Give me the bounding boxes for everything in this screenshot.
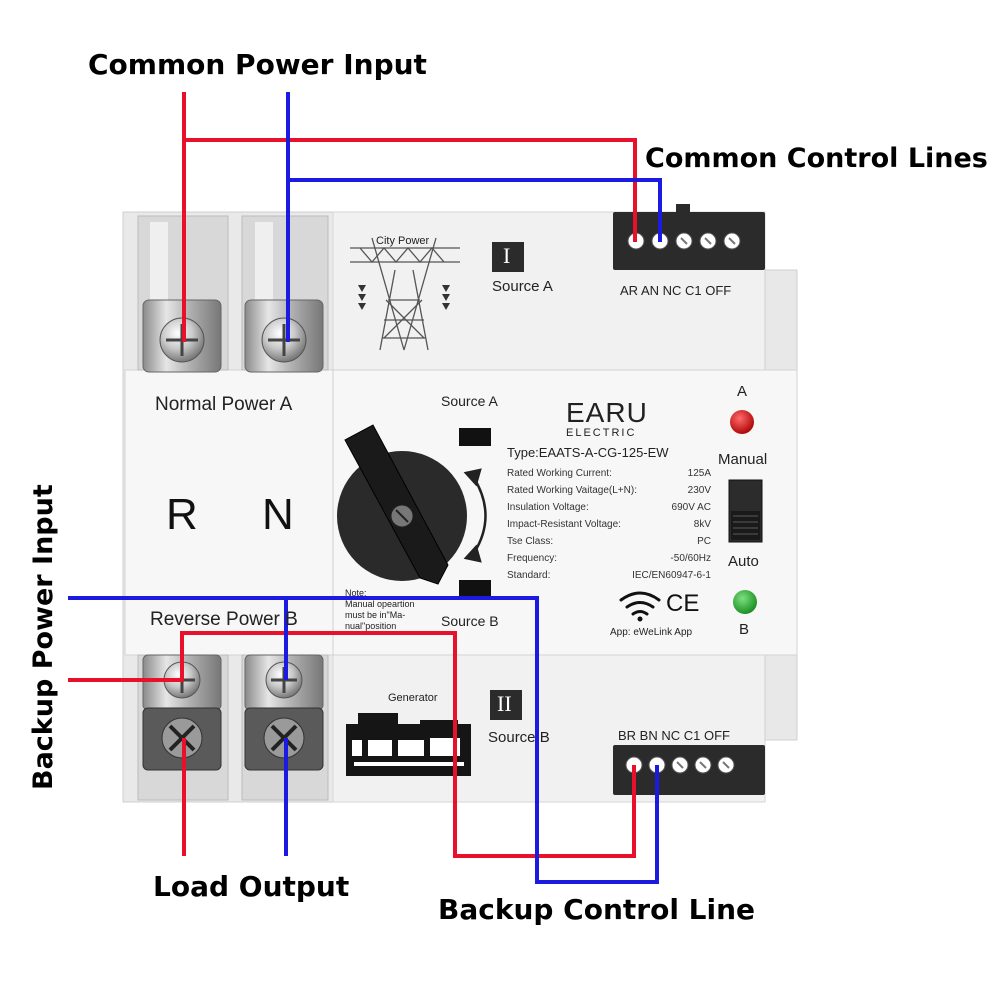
generator-label: Generator [388, 692, 438, 704]
spec-value: 690V AC [671, 502, 711, 513]
spec-label: Insulation Voltage: [507, 502, 589, 513]
common-power-input-label: Common Power Input [88, 48, 427, 81]
common-control-lines-label: Common Control Lines [645, 143, 988, 174]
spec-label: Rated Working Vaitage(L+N): [507, 485, 637, 496]
spec-row: Impact-Resistant Voltage: 8kV [507, 516, 711, 533]
source-b-badge [490, 690, 522, 720]
spec-value: 230V [687, 485, 711, 496]
manual-rotary-handle[interactable] [337, 424, 467, 585]
spec-value: -50/60Hz [670, 553, 711, 564]
spec-row: Insulation Voltage: 690V AC [507, 499, 711, 516]
normal-power-label: Normal Power A [155, 394, 293, 415]
backup-control-line-label: Backup Control Line [438, 893, 756, 926]
note-line-1: Manual opeartion [345, 599, 415, 609]
manual-auto-switch[interactable] [728, 479, 763, 543]
source-a-roman: I [503, 243, 511, 268]
spec-label: Standard: [507, 570, 551, 581]
bottom-terminals-label: BR BN NC C1 OFF [618, 728, 730, 743]
spec-label: Tse Class: [507, 536, 554, 547]
device-type-label: Type:EAATS-A-CG-125-EW [507, 445, 669, 460]
source-a-top-label: Source A [492, 278, 553, 295]
spec-row: Rated Working Vaitage(L+N): 230V [507, 482, 711, 499]
n-label: N [262, 490, 294, 539]
source-a-window-label: Source A [441, 393, 498, 409]
top-terminals-label: AR AN NC C1 OFF [620, 283, 732, 298]
note-line-2: must be in"Ma- [345, 610, 406, 620]
spec-label: Rated Working Current: [507, 468, 612, 479]
city-power-label: City Power [376, 235, 430, 247]
source-a-window [459, 428, 491, 446]
source-b-led-icon [733, 590, 757, 614]
city-power-pylon-icon [350, 237, 460, 351]
manual-label: Manual [718, 451, 768, 468]
spec-row: Standard: IEC/EN60947-6-1 [507, 567, 711, 584]
note-line-3: nual"position [345, 621, 397, 631]
indicator-b-label: B [739, 621, 750, 638]
ce-mark: CE [666, 590, 700, 617]
spec-value: 8kV [693, 519, 711, 530]
spec-label: Impact-Resistant Voltage: [507, 519, 621, 530]
r-label: R [166, 490, 198, 539]
source-b-roman: II [497, 691, 512, 716]
device-body [122, 211, 798, 803]
app-label: App: eWeLink App [610, 627, 693, 638]
common-control-live-wire [184, 138, 637, 242]
rotation-arrow-icon [463, 468, 487, 563]
indicator-a-label: A [737, 383, 748, 400]
common-control-neutral-wire [288, 178, 662, 242]
brand-sub-logo: ELECTRIC [566, 427, 637, 439]
bottom-control-terminals [613, 745, 765, 795]
source-a-led-icon [730, 410, 754, 434]
reverse-power-label: Reverse Power B [150, 609, 298, 630]
auto-label: Auto [728, 553, 759, 570]
brand-logo: EARU [566, 397, 648, 428]
source-b-window-label: Source B [441, 613, 499, 629]
generator-icon [346, 713, 471, 776]
top-control-terminals [613, 204, 765, 270]
load-output-label: Load Output [153, 870, 350, 903]
spec-row: Frequency: -50/60Hz [507, 550, 711, 567]
source-b-bottom-label: Source B [488, 729, 550, 746]
spec-value: IEC/EN60947-6-1 [632, 570, 711, 581]
spec-label: Frequency: [507, 553, 558, 564]
spec-row: Rated Working Current: 125A [507, 465, 711, 482]
spec-value: 125A [687, 468, 711, 479]
source-a-badge [492, 242, 524, 272]
note-title: Note: [345, 588, 367, 598]
backup-live-wire [68, 631, 636, 858]
source-b-window [459, 580, 491, 598]
backup-power-input-label: Backup Power Input [28, 484, 59, 790]
backup-neutral-wire [68, 596, 659, 884]
wifi-icon [619, 591, 661, 622]
wiring [68, 92, 662, 884]
spec-value: PC [697, 536, 711, 547]
spec-row: Tse Class: PC [507, 533, 711, 550]
